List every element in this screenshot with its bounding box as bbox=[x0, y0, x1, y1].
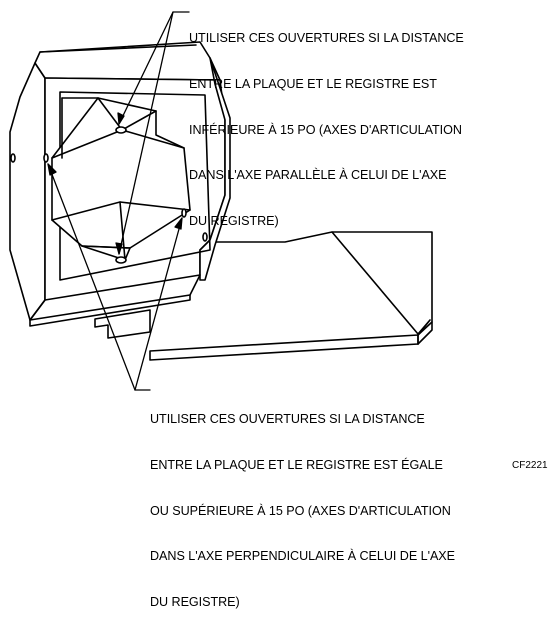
arrowhead bbox=[115, 242, 123, 255]
arrowhead bbox=[174, 217, 183, 230]
hole-right bbox=[181, 208, 187, 218]
callout-bottom: UTILISER CES OUVERTURES SI LA DISTANCE E… bbox=[150, 382, 455, 625]
hole-bottom bbox=[115, 256, 127, 264]
callout-top-line: INFÉRIEURE À 15 PO (AXES D'ARTICULATION bbox=[189, 122, 462, 137]
callout-bottom-line: OU SUPÉRIEURE À 15 PO (AXES D'ARTICULATI… bbox=[150, 503, 451, 518]
base-plate bbox=[149, 231, 433, 361]
callout-top-line: DANS L'AXE PARALLÈLE À CELUI DE L'AXE bbox=[189, 168, 447, 183]
callout-bottom-line: UTILISER CES OUVERTURES SI LA DISTANCE bbox=[150, 412, 425, 427]
hole-top bbox=[115, 126, 127, 134]
arrowhead bbox=[117, 112, 125, 125]
callout-top: UTILISER CES OUVERTURES SI LA DISTANCE E… bbox=[189, 1, 464, 244]
callout-bottom-line: DU REGISTRE) bbox=[150, 594, 240, 609]
mounting-holes bbox=[10, 126, 208, 264]
register-panel bbox=[51, 97, 191, 261]
leader-lines-top bbox=[115, 11, 190, 255]
callout-top-line: ENTRE LA PLAQUE ET LE REGISTRE EST bbox=[189, 77, 437, 92]
callout-top-line: UTILISER CES OUVERTURES SI LA DISTANCE bbox=[189, 31, 464, 46]
mounting-diagram bbox=[9, 11, 433, 391]
leader-lines-bottom bbox=[47, 163, 183, 391]
callout-bottom-line: ENTRE LA PLAQUE ET LE REGISTRE EST ÉGALE bbox=[150, 458, 443, 473]
callout-top-line: DU REGISTRE) bbox=[189, 213, 279, 228]
hole-right-flange bbox=[202, 232, 208, 242]
arrowhead bbox=[47, 163, 57, 176]
figure-reference-code: CF2221 bbox=[512, 460, 548, 471]
hole-left-flange bbox=[10, 153, 16, 163]
callout-bottom-line: DANS L'AXE PERPENDICULAIRE À CELUI DE L'… bbox=[150, 549, 456, 564]
hole-left bbox=[43, 153, 49, 163]
